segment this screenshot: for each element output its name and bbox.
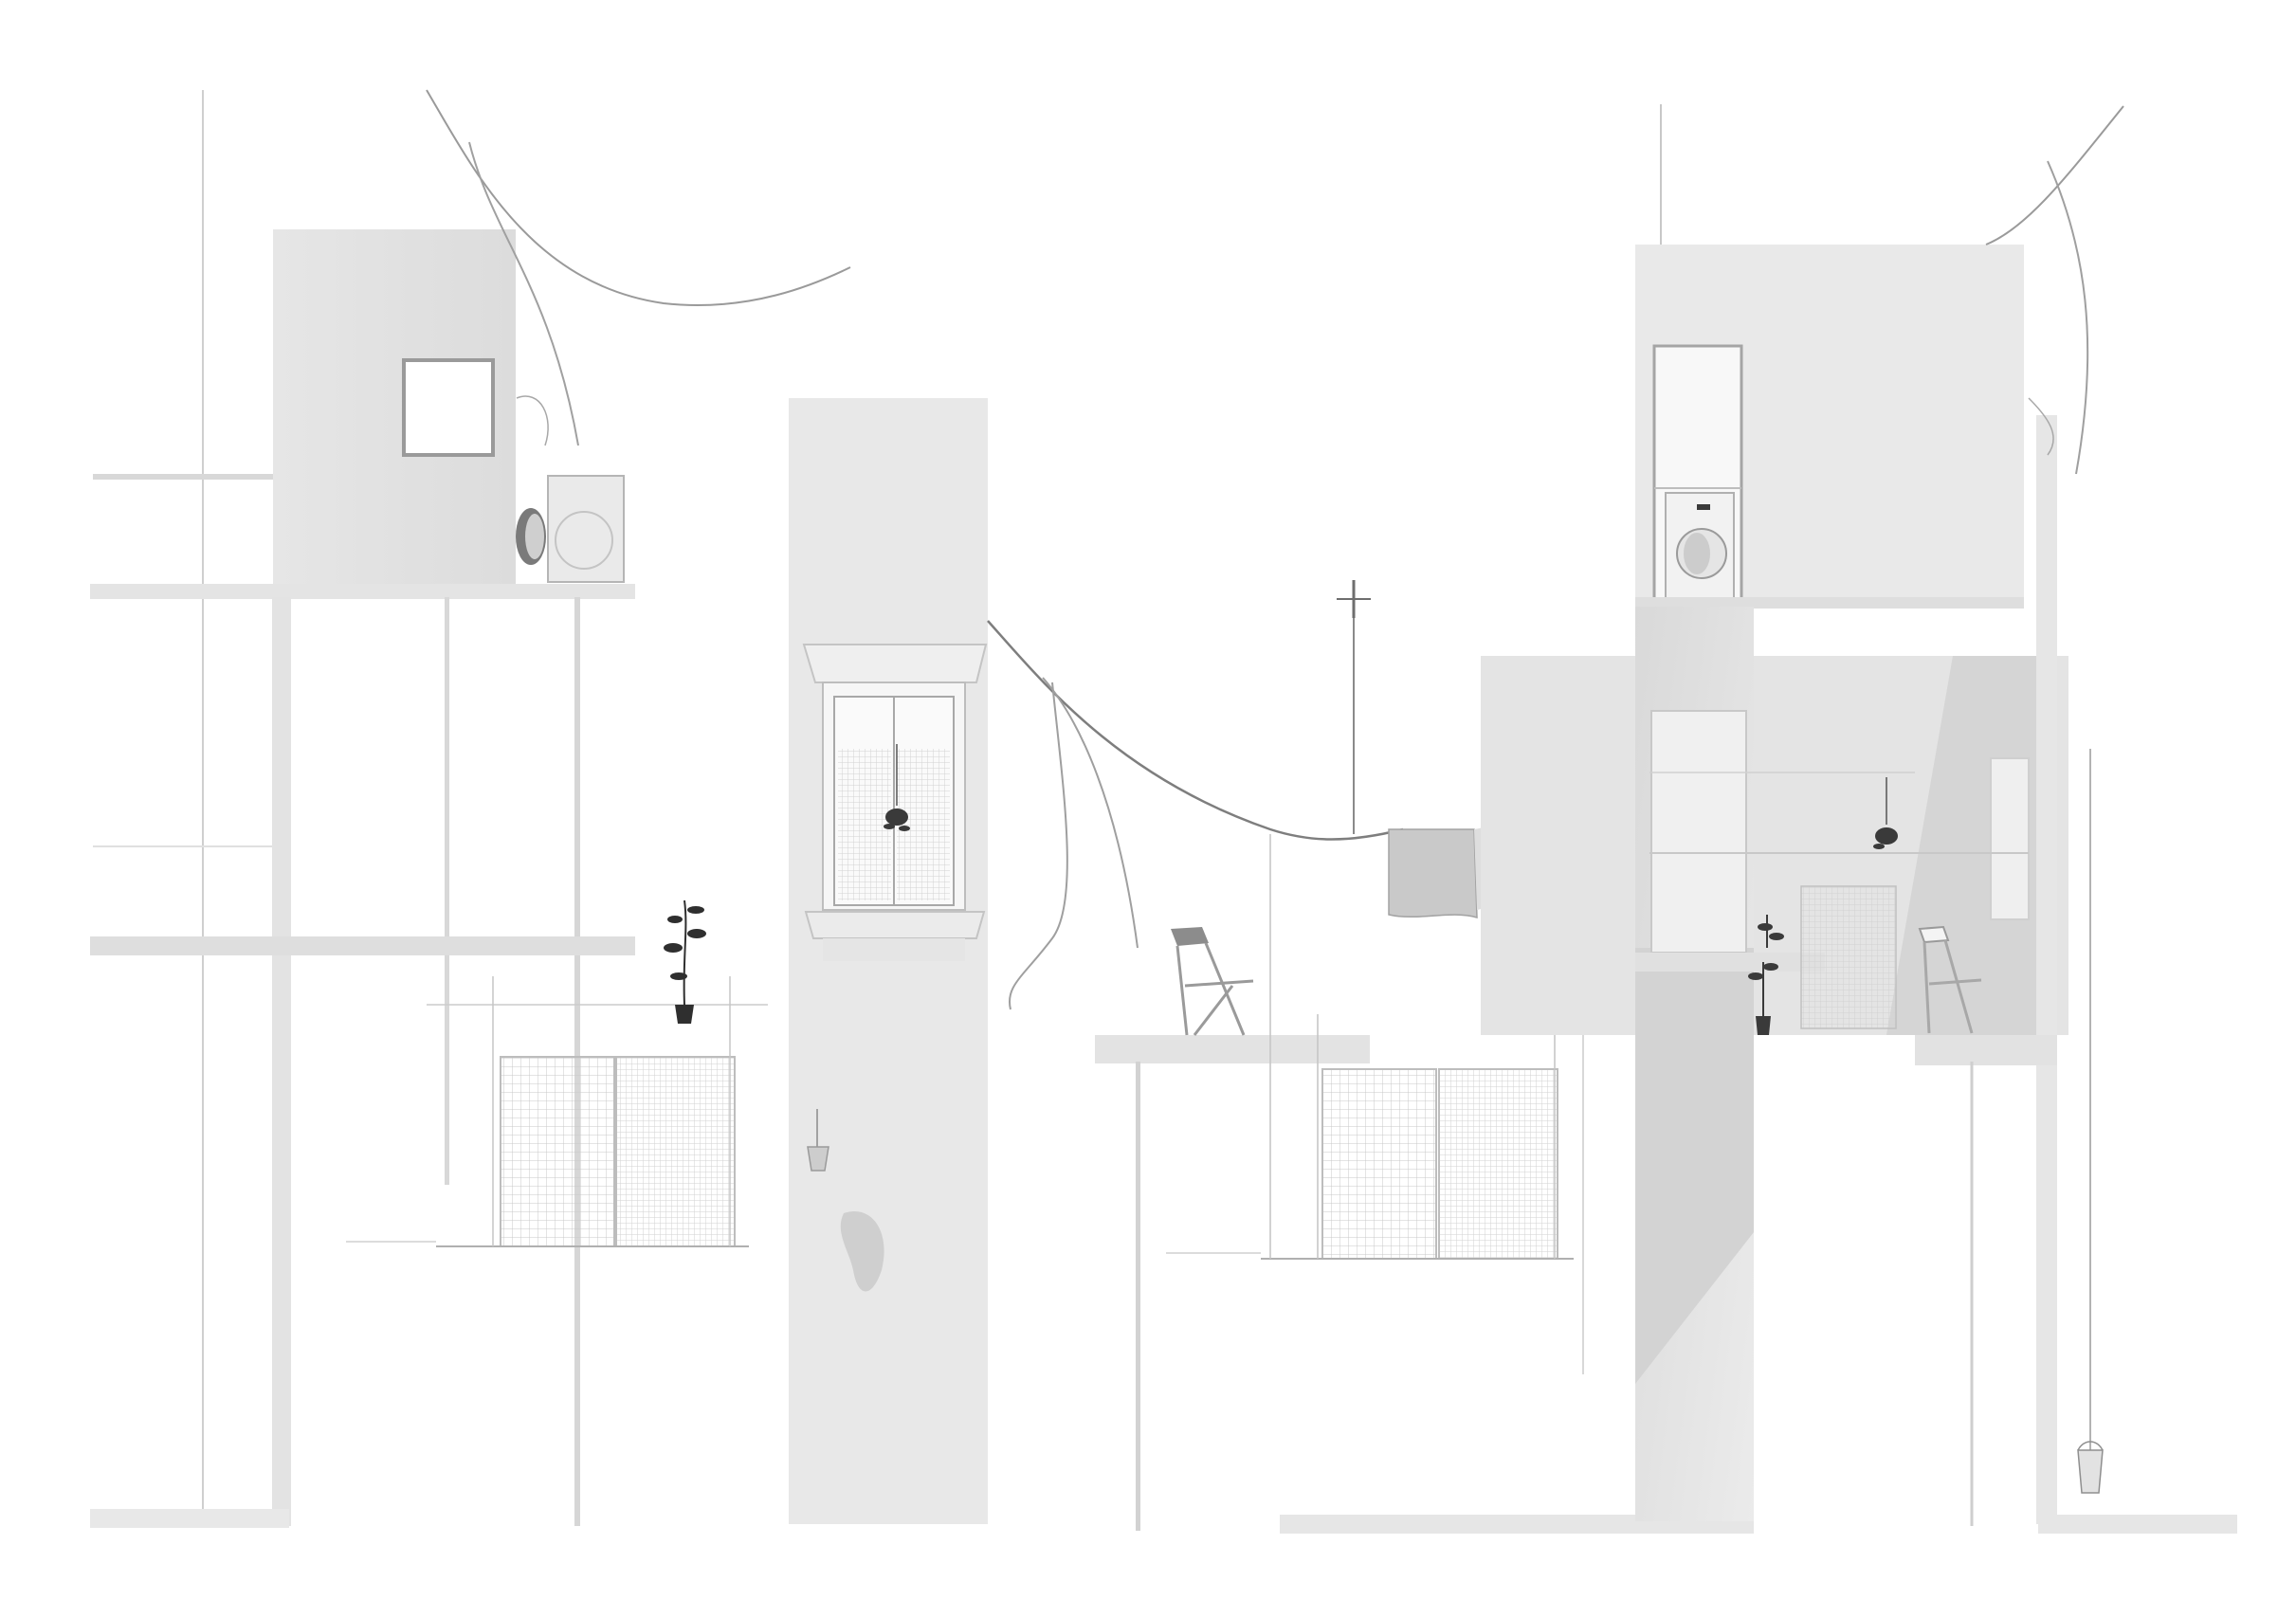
mid-slab	[1635, 953, 1825, 972]
hanging-wire	[2047, 160, 2089, 475]
upper-slab	[1635, 597, 2024, 609]
potted-plant	[1748, 962, 1778, 1035]
hanging-wire	[516, 395, 549, 446]
shadow	[840, 1211, 884, 1292]
hanging-cloth	[1388, 828, 1478, 919]
upper-slab	[90, 584, 635, 599]
potted-plant	[664, 899, 706, 1024]
left-tower	[90, 89, 851, 1528]
main-column	[272, 597, 291, 1526]
washing-machine	[516, 475, 625, 583]
drying-rack	[1800, 885, 1897, 1029]
hanging-plant	[1873, 777, 1898, 849]
thin-column	[445, 597, 449, 1185]
shaft-shadow	[1635, 948, 1754, 1384]
tall-column	[2036, 415, 2057, 1524]
recessed-window	[1990, 757, 2030, 920]
antenna	[1337, 580, 1371, 834]
drying-rack	[346, 976, 768, 1247]
hanging-wire	[1042, 677, 1139, 949]
hanging-wire	[1008, 681, 1068, 1010]
hanging-plant	[884, 744, 910, 831]
middle-section	[987, 580, 1754, 1534]
ground-base	[90, 1509, 289, 1528]
washing-machine	[1665, 492, 1735, 600]
hanging-wire	[1985, 105, 2124, 245]
clothesline	[987, 620, 1404, 841]
center-tower	[789, 398, 988, 1524]
platform-post	[1136, 1062, 1140, 1531]
hanging-wire	[468, 141, 579, 446]
folding-chair	[1918, 925, 1982, 1034]
right-tower	[1481, 104, 2237, 1534]
hanging-wire	[2028, 397, 2054, 456]
bucket	[807, 1109, 829, 1172]
window-frame	[402, 358, 495, 457]
hanging-wire	[426, 89, 851, 306]
interior-frame	[1650, 710, 1747, 954]
side-ledge	[1915, 1035, 2057, 1065]
ornamented-window	[802, 644, 988, 961]
folding-chair	[1171, 927, 1254, 1036]
bucket	[2077, 749, 2104, 1494]
potted-plant	[1758, 915, 1784, 948]
mid-slab	[90, 936, 635, 955]
platform-slab	[1095, 1035, 1370, 1063]
ground-base	[2038, 1515, 2237, 1534]
